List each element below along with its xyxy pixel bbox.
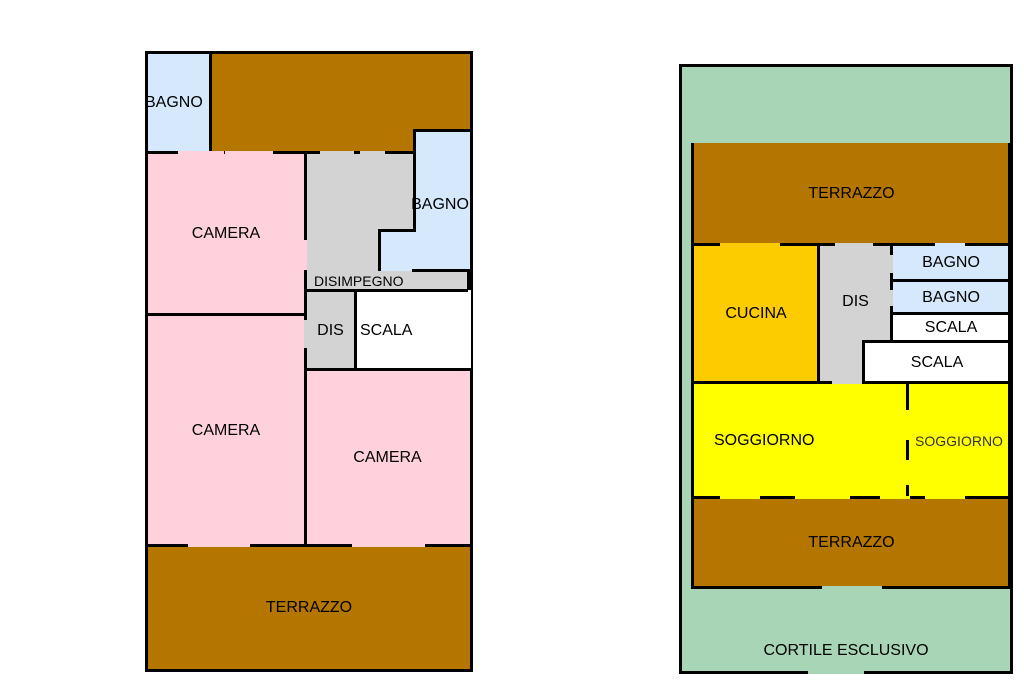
window-opening xyxy=(880,496,910,499)
room-camera-mid-right: CAMERA xyxy=(305,370,470,546)
gate-opening xyxy=(822,586,882,589)
room-terrazzo-top: TERRAZZO xyxy=(693,143,1010,245)
window-opening xyxy=(795,496,850,499)
room-label: SCALA xyxy=(910,353,964,371)
room-terrazzo-bottom: TERRAZZO xyxy=(693,498,1010,588)
room-label: SCALA xyxy=(360,321,413,339)
wall xyxy=(413,129,416,229)
room-label: DISIMPEGNO xyxy=(314,273,404,289)
room-bagno-top-left: BAGNO xyxy=(145,53,210,153)
wall xyxy=(305,289,471,292)
window-opening xyxy=(925,496,965,499)
door-opening xyxy=(906,460,909,485)
wall xyxy=(892,279,1010,282)
window-opening xyxy=(188,544,250,547)
wall xyxy=(413,129,471,132)
room-bagno-1: BAGNO xyxy=(892,245,1010,281)
wall xyxy=(378,229,416,232)
room-label: SOGGIORNO xyxy=(714,431,815,449)
room-camera-mid-left: CAMERA xyxy=(147,315,305,546)
room-dis: DIS xyxy=(305,291,356,370)
room-label: CAMERA xyxy=(191,225,261,242)
room-label: DIS xyxy=(842,293,869,310)
room-soggiorno-right: SOGGIORNO xyxy=(908,383,1010,498)
wall xyxy=(862,340,1010,343)
window-opening xyxy=(178,151,224,154)
room-label: DIS xyxy=(317,321,344,339)
room-label: CAMERA xyxy=(191,421,261,439)
room-terrace-top-strip xyxy=(300,120,415,153)
room-cucina: CUCINA xyxy=(693,245,819,383)
window-opening xyxy=(720,496,760,499)
gate-opening xyxy=(808,671,864,674)
door-opening xyxy=(890,255,893,273)
wall xyxy=(147,544,471,547)
wall xyxy=(412,269,471,272)
room-label: SCALA xyxy=(924,318,978,336)
wall xyxy=(691,143,694,589)
wall xyxy=(209,53,212,153)
room-label: BAGNO xyxy=(411,196,469,213)
window-opening xyxy=(935,243,965,246)
door-opening xyxy=(832,381,862,384)
wall xyxy=(862,340,865,383)
room-terrazzo: TERRAZZO xyxy=(147,546,471,670)
wall xyxy=(305,368,471,371)
room-label: CORTILE ESCLUSIVO xyxy=(763,642,929,659)
door-opening xyxy=(835,243,873,246)
wall xyxy=(378,229,381,271)
courtyard-boundary xyxy=(679,64,1013,674)
room-scala: SCALA xyxy=(356,291,470,370)
wall xyxy=(1008,143,1011,589)
room-bagno-right-lower xyxy=(380,230,470,271)
room-label: SOGGIORNO xyxy=(915,432,1003,449)
room-label: CUCINA xyxy=(725,305,787,322)
window-opening xyxy=(468,290,471,368)
wall xyxy=(691,496,1011,499)
wall xyxy=(304,151,307,546)
outer-wall xyxy=(145,51,473,672)
door-opening xyxy=(360,151,385,154)
room-scala-1: SCALA xyxy=(892,314,1010,341)
door-opening xyxy=(304,240,307,270)
room-label: TERRAZZO xyxy=(265,599,353,616)
room-bagno-2: BAGNO xyxy=(892,281,1010,314)
wall xyxy=(892,312,1010,315)
room-soggiorno-left: SOGGIORNO xyxy=(693,383,908,498)
wall xyxy=(467,270,470,292)
wall xyxy=(906,383,909,498)
door-opening xyxy=(304,320,307,348)
window-opening xyxy=(352,544,425,547)
room-label: BAGNO xyxy=(145,94,203,111)
wall xyxy=(354,289,357,370)
wall xyxy=(817,243,820,383)
room-scala-2: SCALA xyxy=(864,342,1010,383)
room-label: BAGNO xyxy=(922,254,980,271)
room-label: BAGNO xyxy=(922,288,980,306)
door-opening xyxy=(906,410,909,440)
wall xyxy=(147,313,305,316)
door-opening xyxy=(320,151,354,154)
room-label: TERRAZZO xyxy=(808,185,895,202)
room-label: CAMERA xyxy=(353,449,422,466)
window-opening xyxy=(720,243,780,246)
room-camera-top: CAMERA xyxy=(147,153,305,315)
window-opening xyxy=(225,151,273,154)
door-opening xyxy=(890,290,893,306)
wall xyxy=(147,151,415,154)
room-label: TERRAZZO xyxy=(808,534,895,551)
room-disimpegno-label-area: DISIMPEGNO xyxy=(310,271,420,291)
